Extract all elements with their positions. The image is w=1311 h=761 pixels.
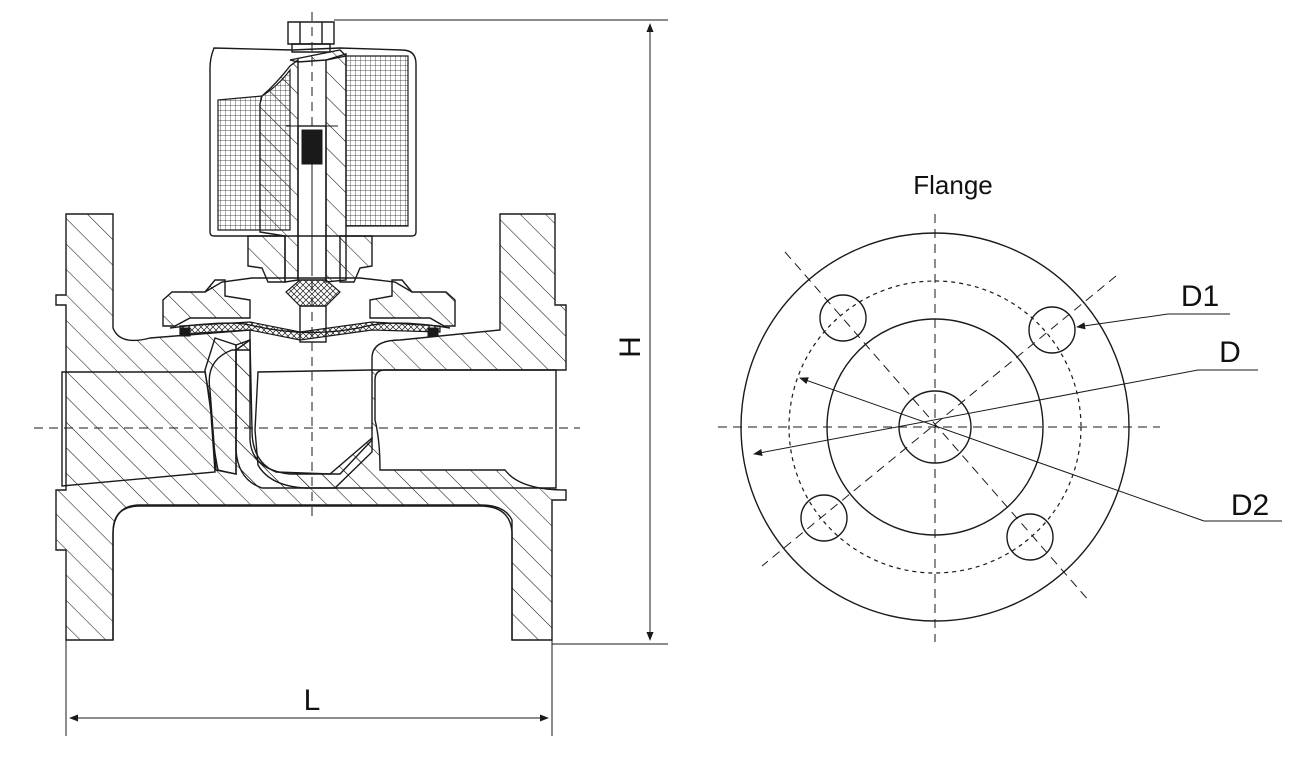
flange-outer-circle (740, 232, 1130, 622)
body-lower-cavity (112, 505, 513, 640)
d2-leader (1073, 474, 1205, 522)
d1-leader (1076, 313, 1169, 330)
valve-side-section: H L (34, 12, 668, 736)
bonnet-neck-left (247, 235, 286, 283)
d-label: D (1219, 336, 1241, 369)
coil-housing (209, 47, 417, 237)
seal-right (427, 327, 439, 337)
internal-weir (235, 339, 373, 489)
top-nut-collar (291, 43, 331, 53)
seal-left (179, 327, 191, 337)
flange-face-view: Flange D1 D D2 (718, 170, 1282, 642)
bolt-hole-top-left (819, 294, 867, 342)
core-tube-right (325, 53, 347, 283)
pilot-plunger (285, 279, 341, 307)
d1-label: D1 (1181, 280, 1219, 313)
flange-title: Flange (913, 170, 993, 200)
diaphragm-plate (179, 321, 441, 341)
core-tube-left (259, 58, 299, 283)
bonnet-left-chamber (162, 279, 251, 327)
plunger-stem (299, 305, 327, 343)
left-baffle (204, 337, 237, 475)
raised-face-circle (826, 318, 1044, 536)
d2-label: D2 (1231, 489, 1269, 522)
top-hex-nut (287, 21, 335, 45)
d2-dimension-line (799, 377, 1075, 476)
d-dimension-line (753, 369, 1199, 457)
length-label: L (304, 684, 321, 717)
core-top-frame (289, 49, 348, 63)
bolt-hole-bottom-right (1006, 513, 1054, 561)
bolt-hole-bottom-left (800, 494, 848, 542)
height-label: H (614, 336, 647, 358)
bonnet-right-chamber (369, 279, 456, 327)
bolt-circle (788, 280, 1082, 574)
bonnet-top (204, 277, 413, 293)
bolt-hole-top-right (1028, 306, 1076, 354)
coil-winding-right (345, 55, 409, 227)
